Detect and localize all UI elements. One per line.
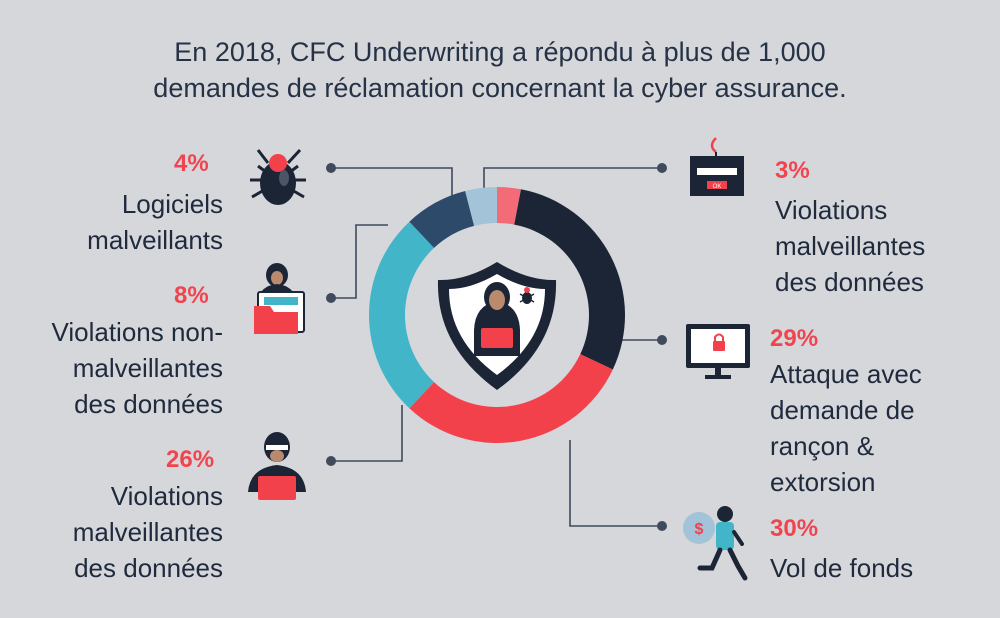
hacker-laptop-icon: [248, 432, 306, 500]
slice-label-percent: 4%: [174, 150, 209, 177]
connector-phishing: [483, 167, 662, 190]
ransomware-monitor-icon: [686, 324, 750, 379]
dot-theft: [657, 521, 667, 531]
donut: [368, 187, 626, 443]
title-line-1: En 2018, CFC Underwriting a répondu à pl…: [174, 37, 826, 67]
dot-ransomware: [657, 335, 667, 345]
donut-slice-1: [514, 189, 626, 370]
thief-money-bag-icon: $: [683, 506, 748, 581]
donut-slice-0: [497, 187, 521, 225]
connector-malware: [331, 167, 453, 196]
hacker-folder-icon: [254, 263, 305, 334]
hacker-shield-icon: [437, 262, 557, 390]
donut-slice-3: [368, 221, 435, 409]
title-line-2: demandes de réclamation concernant la cy…: [153, 73, 847, 103]
connector-malicious: [331, 405, 403, 462]
dot-malware: [326, 163, 336, 173]
donut-slice-5: [465, 187, 497, 226]
slice-label-percent: 30%: [770, 515, 819, 542]
dot-non-malicious: [326, 293, 336, 303]
slice-label-text: Vol de fonds: [770, 553, 914, 583]
connector-dots: [326, 163, 667, 531]
slice-label-percent: 3%: [775, 157, 810, 184]
bug-icon: [250, 148, 306, 205]
slice-label-percent: 26%: [166, 446, 215, 473]
slice-label-text: Logiciels malveillants: [87, 189, 223, 255]
slice-label-text: Violations malveillantes des données: [775, 195, 926, 297]
ok-label: OK: [713, 184, 722, 190]
connector-non-malicious: [331, 224, 388, 299]
connector-theft: [569, 440, 662, 527]
donut-slice-2: [409, 354, 613, 443]
slice-label-text: Attaque avec demande de rançon & extorsi…: [770, 359, 922, 497]
connectors: [331, 167, 662, 527]
phishing-login-icon: OK: [690, 137, 744, 196]
slice-label-text: Violations malveillantes des données: [72, 481, 223, 583]
chart-title: En 2018, CFC Underwriting a répondu à pl…: [0, 34, 1000, 106]
slice-label-percent: 29%: [770, 325, 819, 352]
slice-label-percent: 8%: [174, 282, 209, 309]
donut-slice-4: [409, 191, 475, 248]
dot-malicious: [326, 456, 336, 466]
dot-phishing: [657, 163, 667, 173]
slice-label-text: Violations non- malveillantes des donnée…: [51, 317, 223, 419]
svg-text:$: $: [695, 521, 704, 538]
